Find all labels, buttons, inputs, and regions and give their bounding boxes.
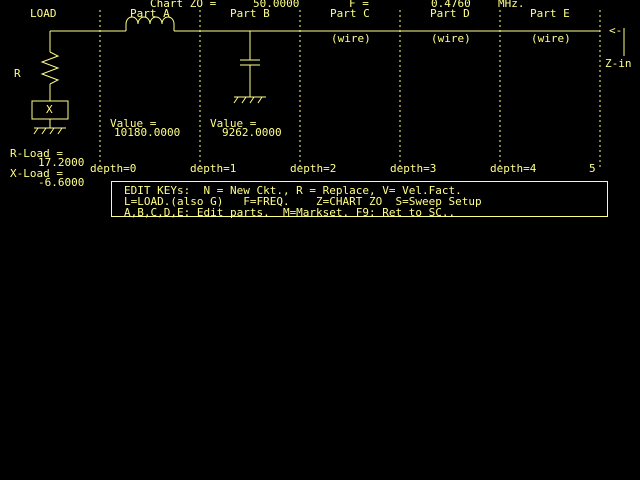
circuit-schematic <box>31 10 625 168</box>
part-d-wire-label: (wire) <box>431 32 471 45</box>
edit-keys-panel: EDIT KEYs: N = New Ckt., R = Replace, V=… <box>111 181 608 219</box>
chart-z0-value: 50.0000 <box>253 0 300 10</box>
z-in-label: Z-in <box>605 57 632 70</box>
column-load[interactable]: LOAD <box>30 7 57 20</box>
part-b-value[interactable]: 9262.0000 <box>222 126 282 139</box>
depth-label-0: depth=0 <box>90 162 137 175</box>
column-part-d[interactable]: Part D <box>430 7 470 20</box>
depth-label-5: 5 <box>589 162 596 175</box>
r-load-label: R-Load = <box>10 147 63 160</box>
part-a-value-label: Value = <box>110 117 157 130</box>
column-part-e[interactable]: Part E <box>530 7 570 20</box>
column-part-c[interactable]: Part C <box>330 7 370 20</box>
freq-value: 0.4760 <box>431 0 471 10</box>
part-b-capacitor-icon <box>240 31 260 97</box>
input-arrow: <- <box>609 24 623 37</box>
depth-label-4: depth=4 <box>490 162 537 175</box>
column-separators <box>99 10 601 168</box>
load-resistor-icon <box>40 51 60 85</box>
edit-keys-line-3: A,B,C,D,E: Edit parts. M=Markset. F9: Re… <box>124 206 456 219</box>
part-a-inductor-icon <box>125 16 175 31</box>
column-part-a[interactable]: Part A <box>130 7 170 20</box>
part-a-value[interactable]: 10180.0000 <box>114 126 181 139</box>
depth-label-1: depth=1 <box>190 162 237 175</box>
load-ground-icon <box>33 127 66 135</box>
part-c-wire-label: (wire) <box>331 32 371 45</box>
freq-label: F = <box>349 0 369 10</box>
chart-z0-label: Chart ZO = <box>150 0 217 10</box>
load-x-symbol: X <box>46 103 53 116</box>
x-load-label: X-Load = <box>10 167 63 180</box>
r-load-value[interactable]: 17.2000 <box>38 156 85 169</box>
column-part-b[interactable]: Part B <box>230 7 270 20</box>
part-b-ground-icon <box>233 96 266 104</box>
part-e-wire-label: (wire) <box>531 32 571 45</box>
x-load-value[interactable]: -6.6000 <box>38 176 85 189</box>
part-b-value-label: Value = <box>210 117 257 130</box>
load-r-symbol: R <box>14 67 21 80</box>
edit-keys-line-1: EDIT KEYs: N = New Ckt., R = Replace, V=… <box>124 184 462 197</box>
depth-label-3: depth=3 <box>390 162 437 175</box>
freq-unit: MHz. <box>498 0 525 10</box>
edit-keys-line-2: L=LOAD.(also G) F=FREQ. Z=CHART ZO S=Swe… <box>124 195 482 208</box>
depth-label-2: depth=2 <box>290 162 337 175</box>
